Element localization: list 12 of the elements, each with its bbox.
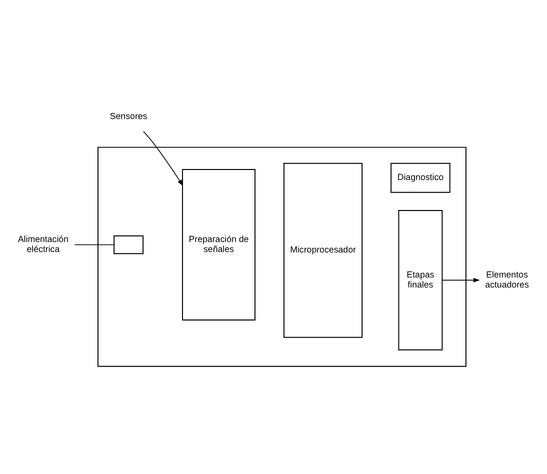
- node-box: Microprocesador: [283, 162, 363, 338]
- node-box: Diagnostico: [390, 162, 450, 192]
- node-box: [114, 234, 144, 254]
- cluster: [97, 146, 466, 366]
- connector: [74, 244, 114, 245]
- node-text: Elementos actuadores: [485, 269, 529, 289]
- node-box: Preparación de señales: [182, 168, 256, 320]
- node-text: Alimentación eléctrica: [18, 234, 69, 254]
- arrow: [142, 130, 184, 186]
- node-box: Etapas finales: [398, 210, 443, 350]
- node-text: Sensores: [110, 110, 148, 120]
- arrow: [442, 277, 480, 282]
